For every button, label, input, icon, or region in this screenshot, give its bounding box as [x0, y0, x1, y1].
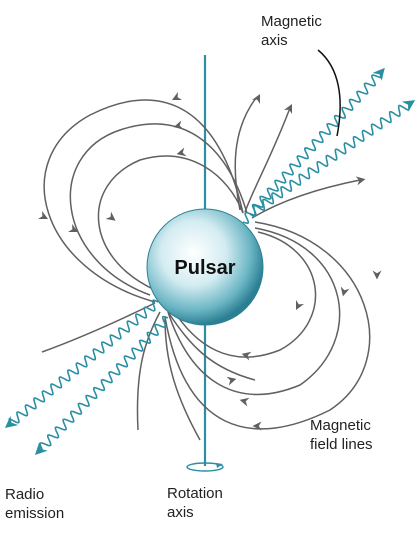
field-line: [167, 311, 256, 381]
radio-emission-waves: [4, 67, 416, 455]
radio-wave: [8, 299, 159, 424]
pulsar-label: Pulsar: [174, 257, 235, 279]
field-line: [234, 97, 257, 211]
chevron-arrow-icon: [37, 210, 49, 220]
field-line: [164, 221, 371, 430]
field-line: [164, 317, 201, 441]
field-line: [251, 179, 361, 219]
arrowhead-icon: [401, 100, 416, 112]
chevron-arrow-icon: [340, 286, 350, 297]
chevron-arrow-icon: [295, 299, 305, 311]
magnetic-axis-label: Magnetic axis: [261, 13, 322, 49]
magnetic-axis-pointer: [317, 49, 341, 137]
arrowhead-icon: [34, 442, 48, 455]
chevron-arrow-icon: [67, 223, 79, 233]
field-line: [97, 155, 244, 291]
chevron-arrow-icon: [105, 211, 116, 221]
rotation-axis-label: Rotation axis: [167, 485, 223, 521]
magnetic-field-lines-label: Magnetic field lines: [310, 417, 373, 453]
pulsar: Pulsar: [146, 208, 264, 326]
field-line: [167, 227, 341, 395]
magnetic-field-lines: [41, 97, 371, 441]
chevron-arrow-icon: [171, 91, 183, 101]
field-line: [136, 311, 161, 431]
radio-wave: [242, 74, 383, 225]
field-line: [171, 231, 317, 358]
field-line: [43, 99, 244, 303]
chevron-arrow-icon: [173, 120, 184, 130]
chevron-arrow-icon: [241, 351, 252, 361]
arrowhead-icon: [372, 67, 385, 81]
field-line: [69, 123, 248, 296]
radio-emission-label: Radio emission: [5, 486, 65, 522]
chevron-arrow-icon: [226, 376, 237, 386]
field-line: [41, 302, 156, 353]
field-line: [244, 107, 291, 213]
radio-wave: [249, 104, 410, 218]
rotation-direction-icon: [186, 462, 224, 472]
chevron-arrow-icon: [239, 397, 250, 407]
arrowhead-icon: [4, 415, 19, 428]
chevron-arrow-icon: [176, 147, 187, 157]
radio-wave: [39, 315, 169, 450]
